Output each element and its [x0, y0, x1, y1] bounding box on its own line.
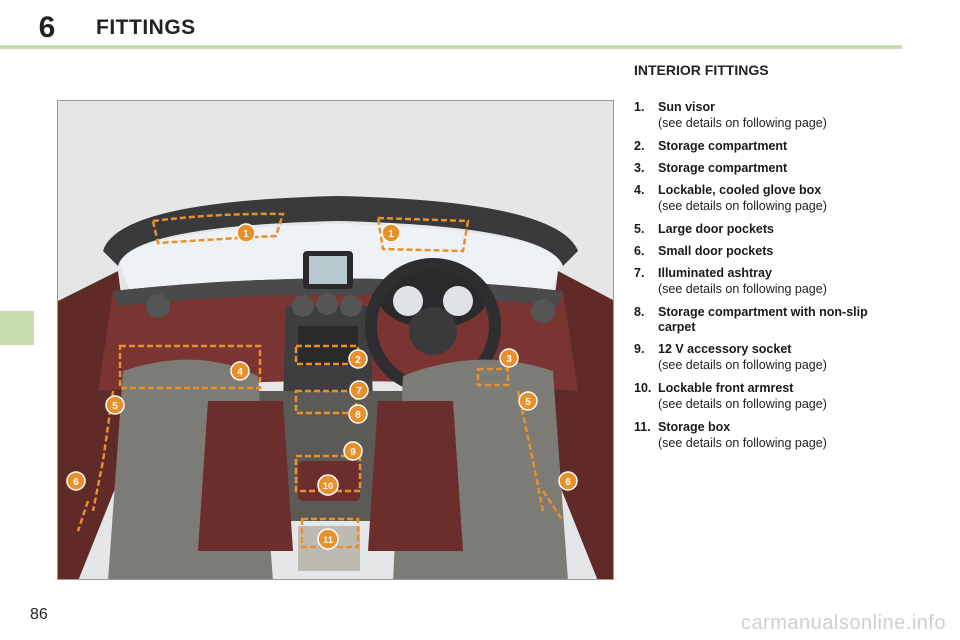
list-item: 7. Illuminated ashtray (see details on fo… [634, 266, 934, 298]
list-item: 9. 12 V accessory socket (see details on … [634, 342, 934, 374]
callout-10: 10 [323, 481, 334, 492]
item-label: Storage box [658, 420, 731, 434]
item-label: 12 V accessory socket [658, 342, 792, 356]
item-number: 7. [634, 266, 645, 280]
item-number: 8. [634, 305, 645, 319]
item-detail: (see details on following page) [658, 282, 827, 296]
callout-9: 9 [350, 447, 356, 458]
item-number: 6. [634, 244, 645, 258]
item-detail: (see details on following page) [658, 436, 827, 450]
callout-2: 2 [355, 355, 361, 366]
item-number: 1. [634, 100, 645, 114]
list-item: 5. Large door pockets [634, 222, 934, 237]
callout-1a: 1 [243, 229, 249, 240]
list-item: 3. Storage compartment [634, 161, 934, 176]
section-title: INTERIOR FITTINGS [634, 62, 769, 78]
item-number: 11. [634, 420, 651, 434]
list-item: 11. Storage box (see details on following… [634, 420, 934, 452]
item-label: Lockable, cooled glove box [658, 183, 822, 197]
list-item: 10. Lockable front armrest (see details o… [634, 381, 934, 413]
item-label: Lockable front armrest [658, 381, 794, 395]
item-label: Small door pockets [658, 244, 774, 258]
page-number: 86 [30, 606, 48, 623]
item-label: Sun visor [658, 100, 715, 114]
callout-11: 11 [323, 535, 334, 546]
item-number: 10. [634, 381, 652, 395]
callout-4: 4 [237, 367, 243, 378]
item-detail: (see details on following page) [658, 116, 827, 130]
item-label: Illuminated ashtray [658, 266, 772, 280]
list-item: 2. Storage compartment [634, 139, 934, 154]
item-number: 2. [634, 139, 645, 153]
list-item: 4. Lockable, cooled glove box (see detail… [634, 183, 934, 215]
callout-5a: 5 [112, 401, 118, 412]
item-detail: (see details on following page) [658, 199, 827, 213]
car-interior-drawing: 1 1 2 3 4 5 5 6 6 7 8 9 10 11 [58, 101, 613, 579]
interior-illustration: 1 1 2 3 4 5 5 6 6 7 8 9 10 11 [57, 100, 614, 580]
callout-5b: 5 [525, 397, 531, 408]
item-detail: (see details on following page) [658, 358, 827, 372]
callout-6a: 6 [73, 477, 79, 488]
item-label: Storage compartment with non-slip carpet [658, 305, 868, 334]
header-divider [0, 45, 902, 49]
callout-7: 7 [356, 386, 362, 397]
list-item: 1. Sun visor (see details on following pa… [634, 100, 934, 132]
item-number: 3. [634, 161, 645, 175]
callout-8: 8 [355, 410, 361, 421]
callout-3: 3 [506, 354, 512, 365]
item-number: 5. [634, 222, 645, 236]
fittings-list: 1. Sun visor (see details on following pa… [634, 100, 934, 459]
item-number: 4. [634, 183, 645, 197]
chapter-side-tab [0, 311, 34, 345]
chapter-title: FITTINGS [96, 16, 196, 39]
list-item: 6. Small door pockets [634, 244, 934, 259]
item-number: 9. [634, 342, 645, 356]
item-label: Storage compartment [658, 139, 788, 153]
callout-6b: 6 [565, 477, 571, 488]
callout-markers: 1 1 2 3 4 5 5 6 6 7 8 9 10 11 [66, 223, 578, 550]
watermark: carmanualsonline.info [740, 612, 946, 634]
list-item: 8. Storage compartment with non-slip carp… [634, 305, 934, 335]
callout-1b: 1 [388, 229, 394, 240]
item-label: Large door pockets [658, 222, 774, 236]
item-label: Storage compartment [658, 161, 788, 175]
item-detail: (see details on following page) [658, 397, 827, 411]
chapter-number: 6 [38, 11, 56, 44]
